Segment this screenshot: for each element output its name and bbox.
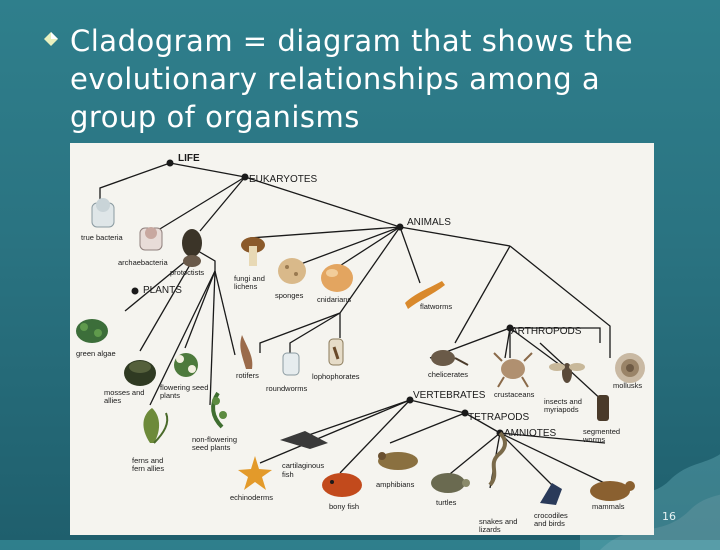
turtle-icon [431,473,470,493]
slide-title: Cladogram = diagram that shows the evolu… [44,22,708,136]
flatworm-icon [405,281,445,309]
label-fungi-2: lichens [234,282,258,291]
label-cartilaginous-1: cartilaginous [282,461,324,470]
label-flowering-1: flowering seed [160,383,208,392]
label-crocodiles-1: crocodiles [534,511,568,520]
label-nonflowering-2: seed plants [192,443,231,452]
label-arthropods: ARTHROPODS [511,326,582,337]
label-flatworms: flatworms [420,302,452,311]
label-mosses-2: allies [104,396,121,405]
archaebacteria-jar-icon [139,227,163,251]
label-fungi-1: fungi and [234,274,265,283]
mammal-icon [590,481,635,501]
bacteria-jar-icon [91,198,115,228]
organism-labels: true bacteria archaebacteria protoctists… [76,233,642,534]
label-segmented-1: segmented [583,427,620,436]
label-bony-fish: bony fish [329,502,359,511]
group-labels: LIFE EUKARYOTES ANIMALS PLANTS ARTHROPOD… [143,153,582,439]
label-segmented-2: worms [582,435,605,444]
label-green-algae: green algae [76,349,116,358]
label-cartilaginous-2: fish [282,470,294,479]
label-roundworms: roundworms [266,384,308,393]
rotifer-icon [240,335,253,369]
protoctist-icon [182,229,202,267]
cnidarian-icon [321,264,353,292]
roundworm-jar-icon [282,352,300,376]
label-amphibians: amphibians [376,480,415,489]
starfish-icon [238,456,272,490]
diamond-bullet-icon [44,32,58,46]
moss-icon [124,360,156,386]
label-nonflowering-1: non-flowering [192,435,237,444]
label-archaebacteria: archaebacteria [118,258,168,267]
insect-icon [549,363,585,383]
label-cnidarians: cnidarians [317,295,351,304]
bony-fish-icon [322,473,362,497]
organism-illustrations [76,198,645,505]
snake-icon [488,431,507,487]
tree-branches [99,162,616,489]
label-mammals: mammals [592,502,625,511]
shark-icon [280,431,328,449]
label-eukaryotes: EUKARYOTES [249,174,317,185]
label-true-bacteria: true bacteria [81,233,124,242]
label-animals: ANIMALS [407,217,451,228]
label-rotifers: rotifers [236,371,259,380]
label-mollusks: mollusks [613,381,642,390]
label-snakes-1: snakes and [479,517,517,526]
label-ferns-2: fern allies [132,464,164,473]
label-flowering-2: plants [160,391,180,400]
title-line-2: evolutionary relationships among a [70,62,601,96]
label-plants: PLANTS [143,285,182,296]
shell-icon [615,353,645,383]
label-echinoderms: echinoderms [230,493,273,502]
label-insects-1: insects and [544,397,582,406]
tree-nodes [131,159,514,437]
lophophorate-jar-icon [328,338,344,366]
label-protoctists: protoctists [170,268,204,277]
label-sponges: sponges [275,291,304,300]
label-mosses-1: mosses and [104,388,144,397]
mushroom-icon [241,237,265,266]
label-life: LIFE [178,153,200,164]
label-ferns-1: ferns and [132,456,163,465]
label-turtles: turtles [436,498,457,507]
title-line-1: Cladogram = diagram that shows the [70,24,634,58]
bird-icon [540,483,562,505]
slide-number: 16 [662,510,676,523]
label-vertebrates: VERTEBRATES [413,390,486,401]
label-tetrapods: TETRAPODS [468,412,529,423]
flowering-plant-icon [174,353,198,377]
cladogram-diagram: LIFE EUKARYOTES ANIMALS PLANTS ARTHROPOD… [70,143,654,535]
crab-icon [493,352,533,388]
title-line-3: group of organisms [70,100,360,134]
label-snakes-2: lizards [479,525,501,534]
segmented-worm-icon [597,395,609,421]
label-lophophorates: lophophorates [312,372,360,381]
fern-icon [143,408,169,444]
label-crocodiles-2: and birds [534,519,565,528]
sponge-icon [278,258,306,284]
horseshoe-crab-icon [431,350,469,366]
label-crustaceans: crustaceans [494,390,535,399]
label-chelicerates: chelicerates [428,370,468,379]
label-insects-2: myriapods [544,405,579,414]
amphibian-icon [378,452,418,470]
green-algae-icon [76,319,108,343]
label-amniotes: AMNIOTES [504,428,557,439]
nonflowering-plant-icon [211,391,227,429]
